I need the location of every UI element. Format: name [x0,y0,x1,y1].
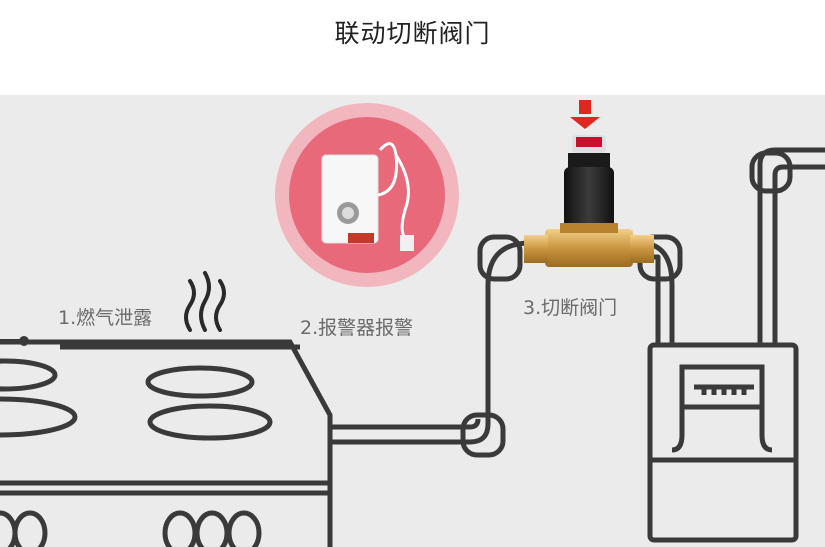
step-label-shutoff-valve: 3.切断阀门 [523,297,618,319]
page-title: 联动切断阀门 [334,19,491,48]
stove-icon [0,339,333,547]
gas-alarm-device-icon [275,103,459,287]
illustration-canvas [0,95,825,547]
pipe-couplings [460,150,793,458]
gas-meter-icon [647,342,799,543]
shutoff-valve-icon [524,95,654,267]
step-label-gas-leak: 1.燃气泄露 [58,307,153,329]
illustration-panel: 1.燃气泄露 2.报警器报警 3.切断阀门 [0,95,825,547]
red-arrow-down-icon [579,100,591,114]
smoke-wave-icon [184,271,226,332]
step-label-alarm: 2.报警器报警 [300,317,414,339]
